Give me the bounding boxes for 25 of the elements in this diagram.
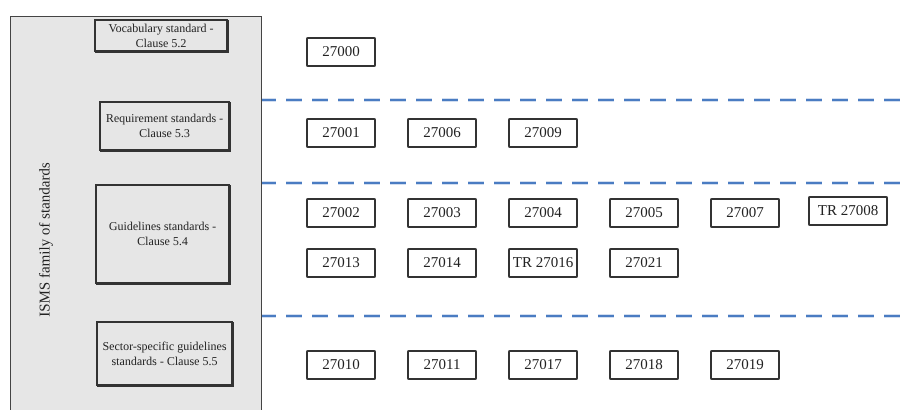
standard-box: 27007: [710, 198, 780, 228]
category-box: Sector-specific guidelines standards - Clause 5.5: [96, 321, 233, 386]
standard-box: 27004: [508, 198, 578, 228]
standard-box: 27018: [609, 350, 679, 380]
standard-box: 27011: [407, 350, 477, 380]
category-box: Vocabulary standard - Clause 5.2: [94, 19, 228, 52]
standard-box: TR 27016: [508, 248, 578, 278]
category-box: Requirement standards - Clause 5.3: [99, 101, 230, 151]
standard-box: 27000: [306, 37, 376, 67]
standard-box: 27019: [710, 350, 780, 380]
standard-box: 27009: [508, 118, 578, 148]
standard-box: 27014: [407, 248, 477, 278]
category-box: Guidelines standards - Clause 5.4: [95, 184, 230, 284]
standard-box: 27002: [306, 198, 376, 228]
standard-box: 27013: [306, 248, 376, 278]
standard-box: 27003: [407, 198, 477, 228]
standard-box: 27001: [306, 118, 376, 148]
group-panel: [10, 16, 262, 410]
standard-box: 27006: [407, 118, 477, 148]
panel-title: ISMS family of standards: [38, 161, 54, 319]
standard-box: 27021: [609, 248, 679, 278]
standard-box: 27010: [306, 350, 376, 380]
standard-box: TR 27008: [808, 196, 888, 226]
standard-box: 27017: [508, 350, 578, 380]
standard-box: 27005: [609, 198, 679, 228]
